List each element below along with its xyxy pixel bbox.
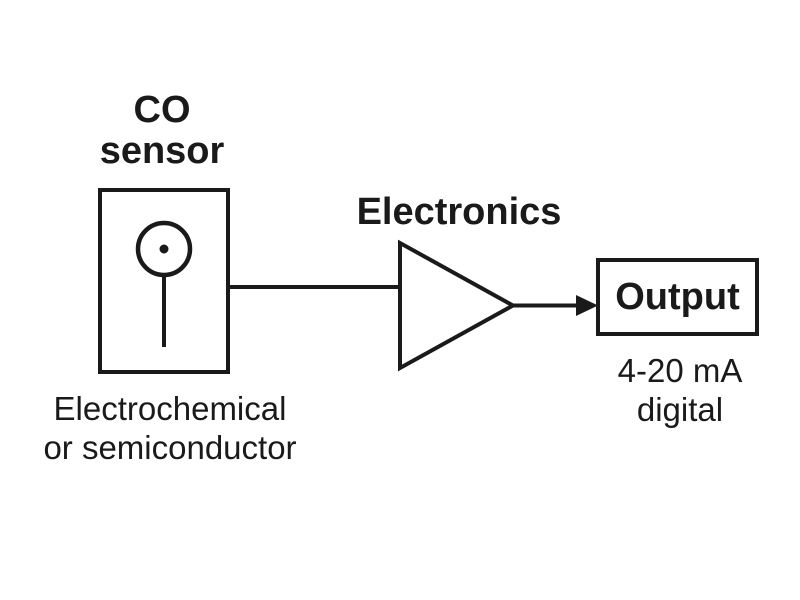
output-subtitle: 4-20 mA digital bbox=[580, 351, 780, 429]
sensor-subtitle-line2: or semiconductor bbox=[43, 429, 297, 466]
sensor-subtitle: Electrochemical or semiconductor bbox=[20, 389, 320, 467]
sensor-element-dot-icon bbox=[159, 244, 169, 254]
sensor-title-line2: sensor bbox=[99, 130, 225, 172]
output-subtitle-line2: digital bbox=[636, 391, 724, 428]
sensor-box bbox=[98, 188, 230, 374]
arrowhead-icon bbox=[576, 295, 598, 316]
electronics-label-text: Electronics bbox=[356, 191, 562, 233]
electronics-label: Electronics bbox=[339, 192, 579, 233]
sensor-title-line1: CO bbox=[133, 89, 191, 131]
sensor-title: CO sensor bbox=[40, 90, 284, 172]
amplifier-triangle-icon bbox=[398, 239, 518, 372]
output-label: Output bbox=[615, 275, 740, 318]
sensor-subtitle-line1: Electrochemical bbox=[53, 390, 287, 427]
output-box bbox=[596, 258, 759, 336]
output-subtitle-line1: 4-20 mA bbox=[617, 352, 743, 389]
